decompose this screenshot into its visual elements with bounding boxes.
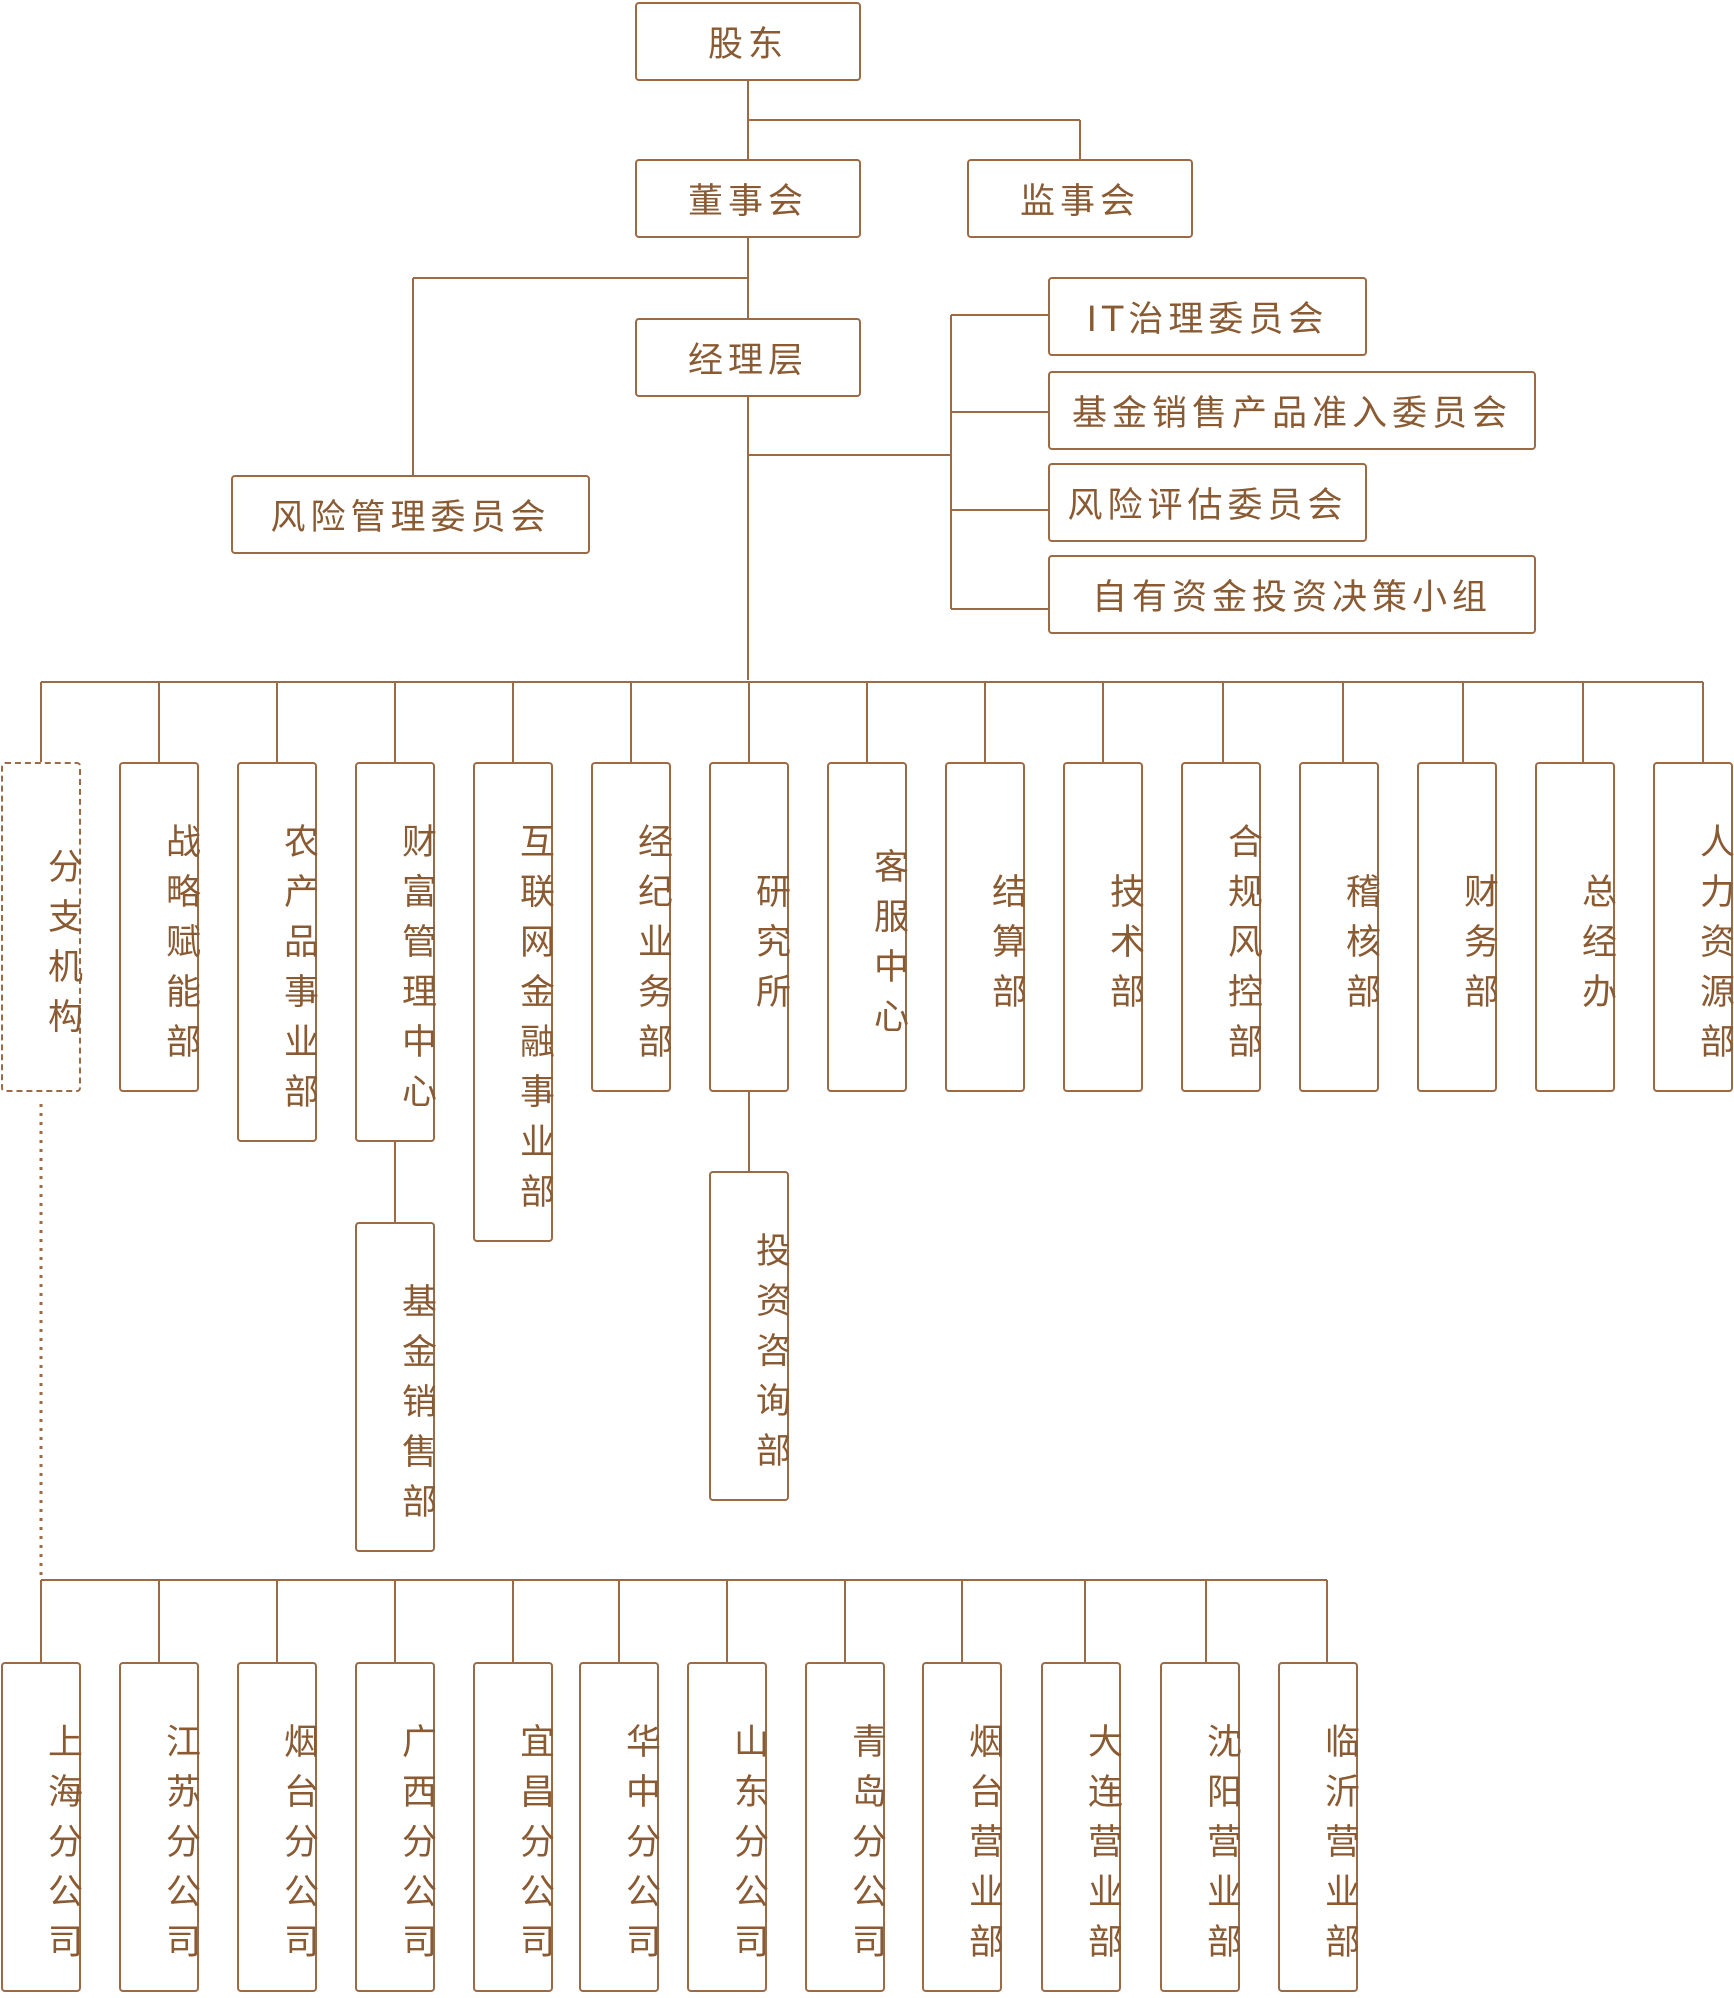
branch-dalian-sales-office: 大连营业部 bbox=[1041, 1662, 1122, 1992]
subdept-fund-sales: 基金销售部 bbox=[355, 1222, 436, 1552]
dept-strategy-empowerment: 战略赋能部 bbox=[119, 762, 200, 1092]
dept-brokerage: 经纪业务部 bbox=[591, 762, 672, 1092]
branch-shanghai: 上海分公司 bbox=[1, 1662, 82, 1992]
branch-yichang: 宜昌分公司 bbox=[473, 1662, 554, 1992]
dept-customer-service: 客服中心 bbox=[827, 762, 908, 1092]
supervisors-box: 监事会 bbox=[967, 159, 1193, 238]
dept-compliance-risk: 合规风控部 bbox=[1181, 762, 1262, 1092]
dept-technology: 技术部 bbox=[1063, 762, 1144, 1092]
committee-risk-assessment: 风险评估委员会 bbox=[1048, 463, 1367, 542]
branch-jiangsu: 江苏分公司 bbox=[119, 1662, 200, 1992]
committee-it-governance: IT治理委员会 bbox=[1048, 277, 1367, 356]
branch-shandong: 山东分公司 bbox=[687, 1662, 768, 1992]
branch-huazhong: 华中分公司 bbox=[579, 1662, 660, 1992]
dept-branch-offices: 分支机构 bbox=[1, 762, 82, 1092]
dept-agricultural-products: 农产品事业部 bbox=[237, 762, 318, 1142]
dept-general-office: 总经办 bbox=[1535, 762, 1616, 1092]
branch-yantai-sales-office: 烟台营业部 bbox=[922, 1662, 1003, 1992]
dept-wealth-management: 财富管理中心 bbox=[355, 762, 436, 1142]
shareholders-box: 股东 bbox=[635, 2, 861, 81]
risk-committee-box: 风险管理委员会 bbox=[231, 475, 590, 554]
management-box: 经理层 bbox=[635, 318, 861, 397]
committee-proprietary-investment: 自有资金投资决策小组 bbox=[1048, 555, 1536, 634]
branch-guangxi: 广西分公司 bbox=[355, 1662, 436, 1992]
dept-internet-finance: 互联网金融事业部 bbox=[473, 762, 554, 1242]
branch-qingdao: 青岛分公司 bbox=[805, 1662, 886, 1992]
board-box: 董事会 bbox=[635, 159, 861, 238]
dept-research-institute: 研究所 bbox=[709, 762, 790, 1092]
subdept-investment-consulting: 投资咨询部 bbox=[709, 1171, 790, 1501]
dept-settlement: 结算部 bbox=[945, 762, 1026, 1092]
branch-yantai: 烟台分公司 bbox=[237, 1662, 318, 1992]
branch-shenyang-sales-office: 沈阳营业部 bbox=[1160, 1662, 1241, 1992]
branch-linyi-sales-office: 临沂营业部 bbox=[1278, 1662, 1359, 1992]
committee-fund-product-access: 基金销售产品准入委员会 bbox=[1048, 371, 1536, 450]
dept-finance: 财务部 bbox=[1417, 762, 1498, 1092]
dept-audit: 稽核部 bbox=[1299, 762, 1380, 1092]
dept-human-resources: 人力资源部 bbox=[1653, 762, 1734, 1092]
